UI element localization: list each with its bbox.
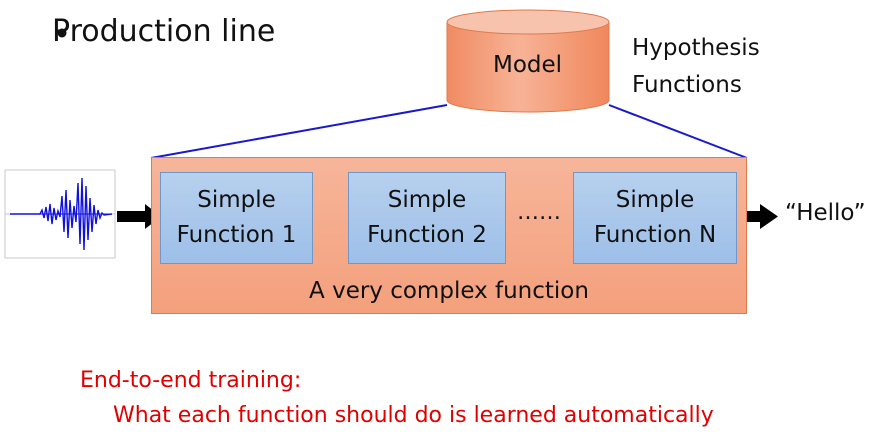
function-n-line-1: Simple [615, 187, 695, 213]
zoom-line-left [150, 104, 448, 159]
zoom-line-right [608, 104, 748, 159]
hypothesis-functions-label: Hypothesis Functions [632, 30, 760, 104]
function-n-line-2: Function N [593, 222, 717, 248]
page-title: Production line [52, 14, 276, 49]
model-label: Model [492, 52, 563, 78]
function-1-line-1: Simple [197, 187, 276, 213]
end-to-end-description: What each function should do is learned … [113, 403, 714, 428]
function-box-2: Simple Function 2 [348, 172, 506, 264]
end-to-end-title: End-to-end training: [80, 368, 302, 393]
function-box-n: Simple Function N [573, 172, 737, 264]
waveform-icon [4, 169, 116, 259]
function-2-line-1: Simple [387, 187, 467, 213]
hypothesis-line-1: Hypothesis [632, 35, 760, 61]
ellipsis: …… [517, 200, 561, 225]
function-1-line-2: Function 1 [176, 222, 297, 248]
complex-function-label: A very complex function [309, 278, 589, 304]
bullet-dot [57, 28, 67, 38]
function-2-line-2: Function 2 [367, 222, 487, 248]
function-box-1: Simple Function 1 [160, 172, 313, 264]
output-label: “Hello” [785, 200, 866, 226]
arrow-output-icon [737, 204, 778, 229]
model-cylinder-icon [446, 9, 610, 113]
hypothesis-line-2: Functions [632, 72, 742, 98]
